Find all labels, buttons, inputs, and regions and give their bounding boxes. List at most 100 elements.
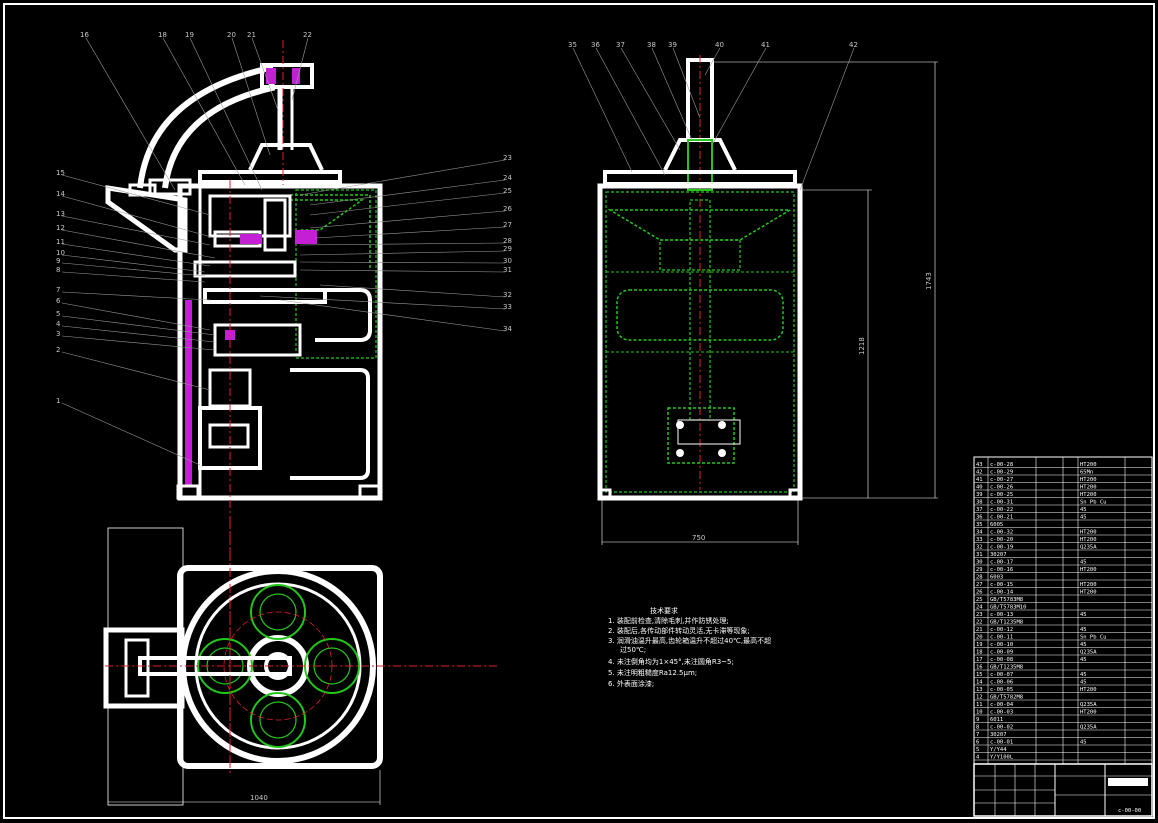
part-label: 10 — [56, 249, 65, 257]
bom-item-number: 16 — [976, 665, 983, 671]
bom-item-number: 37 — [976, 507, 983, 513]
bom-material: 45 — [1080, 515, 1087, 521]
bom-part-code: GB/T5783M10 — [990, 605, 1026, 611]
part-label: 20 — [227, 31, 236, 39]
part-label: 16 — [80, 31, 89, 39]
part-label: 23 — [503, 154, 512, 162]
bom-part-code: c-00-22 — [990, 507, 1013, 513]
side-leaders — [61, 37, 506, 466]
bom-item-number: 11 — [976, 702, 983, 708]
bom-item-number: 41 — [976, 477, 983, 483]
bom-part-code: c-00-28 — [990, 462, 1013, 468]
bom-material: HT200 — [1080, 537, 1097, 543]
bom-part-code: c-00-32 — [990, 530, 1013, 536]
part-label: 30 — [503, 257, 512, 265]
bom-item-number: 17 — [976, 657, 983, 663]
bom-part-code: 6003 — [990, 575, 1003, 581]
bom-material: HT200 — [1080, 485, 1097, 491]
front-dimensions — [601, 61, 938, 545]
part-label: 2 — [56, 346, 60, 354]
part-label: 5 — [56, 310, 60, 318]
bom-item-number: 10 — [976, 710, 983, 716]
bom-part-code: c-00-20 — [990, 537, 1013, 543]
technical-notes: 技术要求 1. 装配前检查,清除毛刺,并作防锈处理; 2. 装配后,各传动部件转… — [608, 606, 771, 688]
bom-part-code: c-00-25 — [990, 492, 1013, 498]
bom-item-number: 6 — [976, 740, 979, 746]
side-view-labels: 16 18 19 20 21 22 15 14 13 12 11 10 9 8 … — [56, 31, 512, 405]
bom-material: 45 — [1080, 612, 1087, 618]
bom-item-number: 21 — [976, 627, 983, 633]
bom-material: Q235A — [1080, 725, 1097, 731]
bom-item-number: 23 — [976, 612, 983, 618]
bom-material: HT200 — [1080, 477, 1097, 483]
side-view — [105, 40, 383, 770]
bom-material: 45 — [1080, 507, 1087, 513]
magenta-side-plate — [185, 300, 192, 485]
bom-item-number: 34 — [976, 530, 983, 536]
bom-item-number: 30 — [976, 560, 983, 566]
bom-item-number: 35 — [976, 522, 983, 528]
bom-item-number: 40 — [976, 485, 983, 491]
note-line: 5. 未注明粗糙度Ra12.5μm; — [608, 668, 697, 677]
part-label: 35 — [568, 41, 577, 49]
part-label: 12 — [56, 224, 65, 232]
bom-material: HT200 — [1080, 530, 1097, 536]
bom-part-code: c-00-26 — [990, 485, 1013, 491]
bom-part-code: c-00-27 — [990, 477, 1013, 483]
title-block — [973, 763, 1153, 817]
bom-part-code: c-00-02 — [990, 725, 1013, 731]
bom-item-number: 42 — [976, 470, 983, 476]
bom-item-number: 18 — [976, 650, 983, 656]
bom-item-number: 12 — [976, 695, 983, 701]
bom-item-number: 13 — [976, 687, 983, 693]
bom-item-number: 32 — [976, 545, 983, 551]
part-label: 27 — [503, 221, 512, 229]
bom-item-number: 14 — [976, 680, 983, 686]
bom-item-number: 24 — [976, 605, 983, 611]
bom-part-code: 30207 — [990, 552, 1007, 558]
part-label: 28 — [503, 237, 512, 245]
bom-part-code: c-00-13 — [990, 612, 1013, 618]
bom-item-number: 20 — [976, 635, 983, 641]
part-label: 31 — [503, 266, 512, 274]
part-label: 25 — [503, 187, 512, 195]
bom-item-number: 29 — [976, 567, 983, 573]
bom-material: 45 — [1080, 657, 1087, 663]
bom-part-code: c-00-16 — [990, 567, 1013, 573]
bom-item-number: 31 — [976, 552, 983, 558]
bom-material: 45 — [1080, 642, 1087, 648]
bom-part-code: c-00-31 — [990, 500, 1013, 506]
part-label: 11 — [56, 238, 65, 246]
part-label: 13 — [56, 210, 65, 218]
green-roller-top — [250, 584, 306, 640]
body-height-dimension: 1218 — [858, 337, 866, 355]
bom-material: Q235A — [1080, 702, 1097, 708]
bom-material: HT200 — [1080, 462, 1097, 468]
chute-flange — [260, 63, 314, 89]
bom-part-code: c-00-11 — [990, 635, 1013, 641]
bom-part-code: c-00-15 — [990, 582, 1013, 588]
bom-item-number: 8 — [976, 725, 979, 731]
bom-part-code: c-00-03 — [990, 710, 1013, 716]
bom-item-number: 15 — [976, 672, 983, 678]
bom-material: 45 — [1080, 627, 1087, 633]
part-label: 3 — [56, 330, 60, 338]
front-width-dimension: 750 — [692, 534, 705, 542]
bom-part-code: c-00-06 — [990, 680, 1013, 686]
green-roller-bottom — [250, 692, 306, 748]
part-label: 29 — [503, 245, 512, 253]
bom-part-code: 6011 — [990, 717, 1003, 723]
bom-part-code: 6005 — [990, 522, 1003, 528]
bom-item-number: 27 — [976, 582, 983, 588]
bom-part-code: GB/T1235M8 — [990, 665, 1023, 671]
bom-part-code: c-00-21 — [990, 515, 1013, 521]
bom-material: Q235A — [1080, 650, 1097, 656]
bom-item-number: 26 — [976, 590, 983, 596]
front-view — [597, 55, 803, 501]
top-plate — [198, 170, 342, 184]
bom-material: 45 — [1080, 560, 1087, 566]
part-label: 8 — [56, 266, 60, 274]
overall-height-dimension: 1743 — [925, 272, 933, 290]
note-line: 4. 未注倒角均为1×45°,未注圆角R3~5; — [608, 657, 734, 666]
